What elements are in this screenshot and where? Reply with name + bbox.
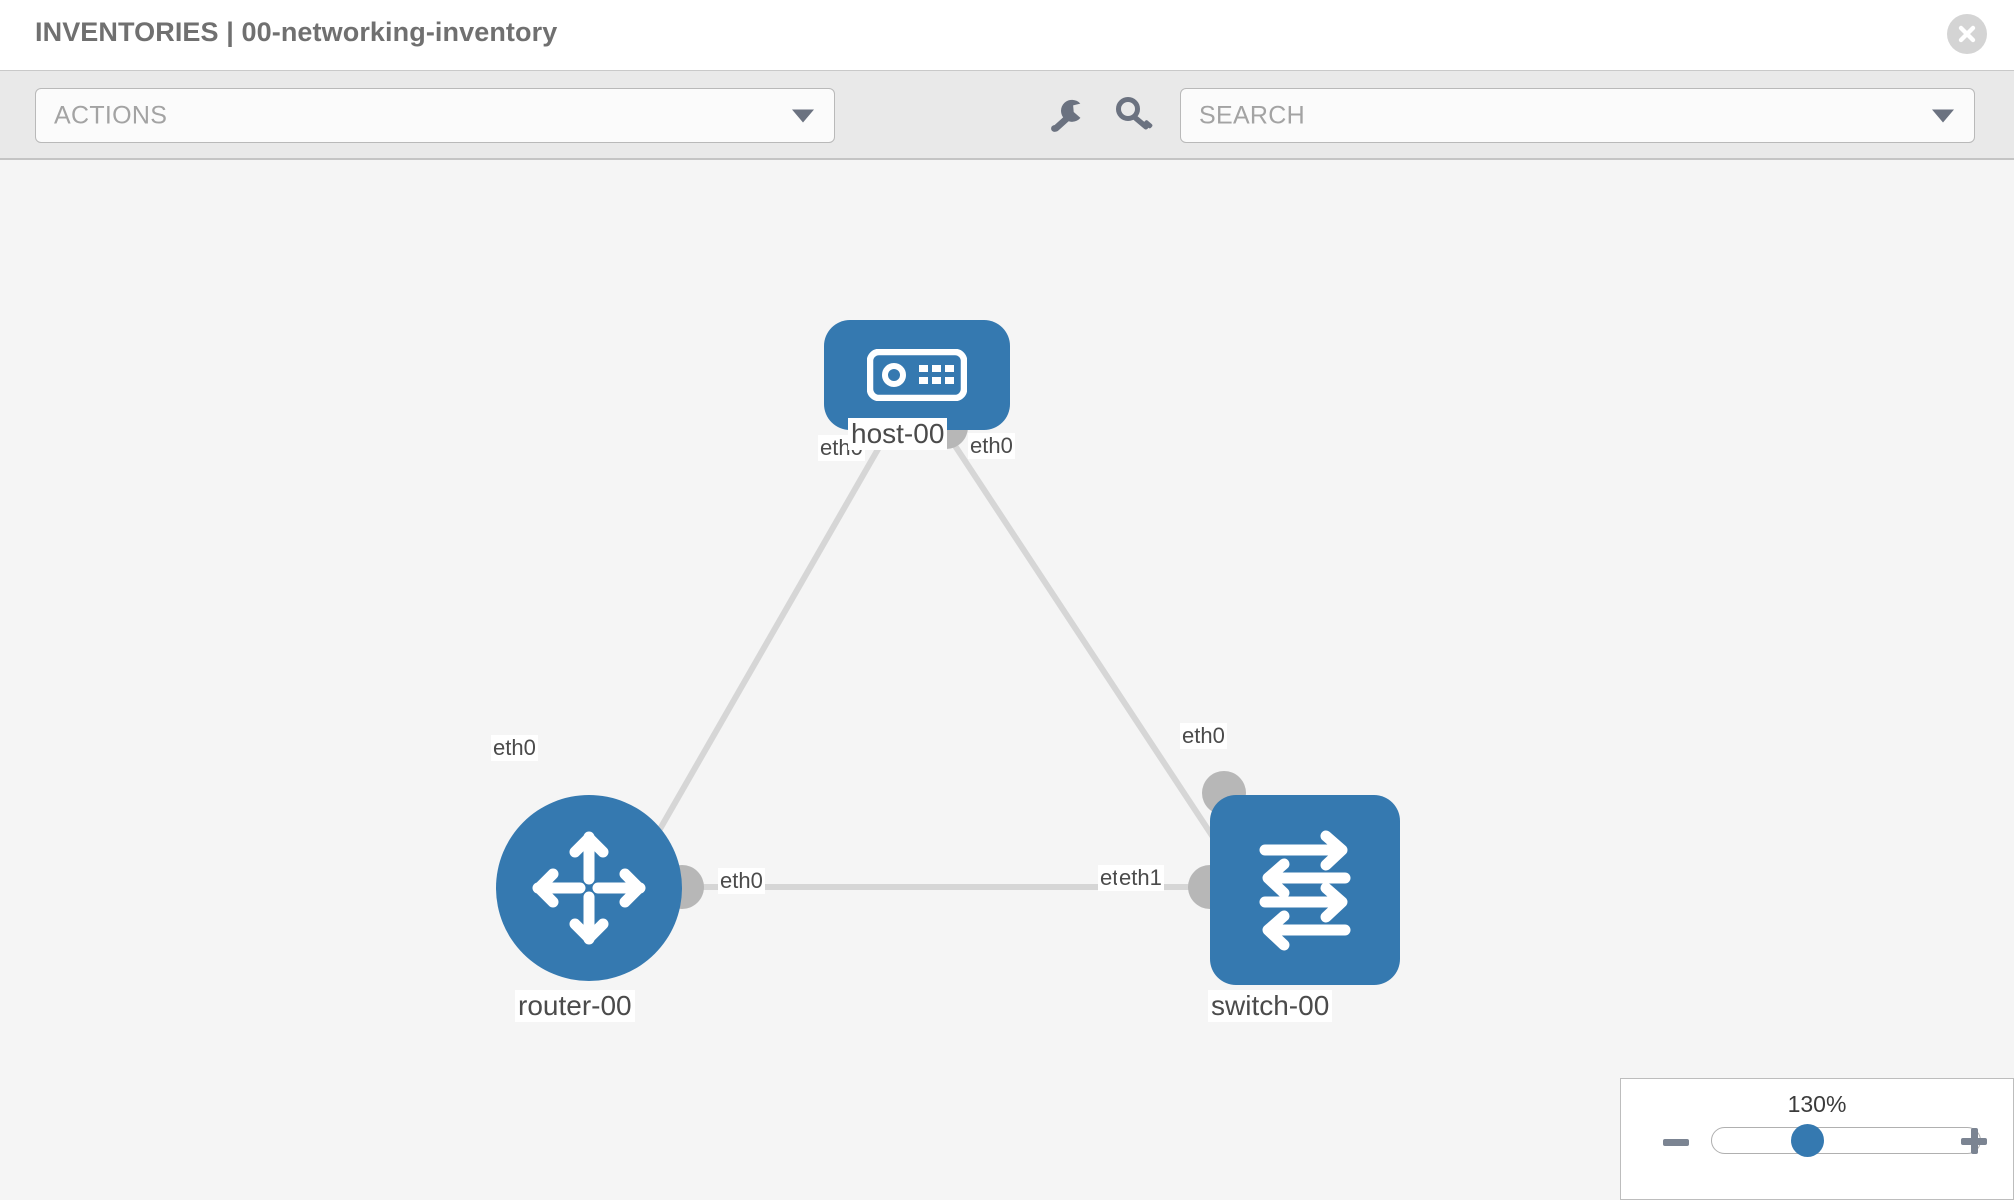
iface-label-router-right: eth0 [718, 868, 765, 894]
node-label-host-00: host-00 [848, 418, 948, 450]
actions-dropdown[interactable]: ACTIONS [35, 88, 835, 143]
plus-icon[interactable] [1961, 1128, 1987, 1154]
router-arrows-icon [532, 831, 646, 945]
router-node-shape[interactable] [496, 795, 682, 981]
zoom-slider-thumb[interactable] [1791, 1124, 1824, 1157]
topology-canvas[interactable]: eth0 host-00 eth0 eth0 eth0 router-00 [0, 160, 2014, 1200]
search-dropdown[interactable]: SEARCH [1180, 88, 1975, 143]
zoom-control-panel: 130% [1620, 1078, 2014, 1200]
iface-label-switch-up: eth0 [1180, 723, 1227, 749]
edge-host-router [622, 421, 896, 892]
minus-icon[interactable] [1663, 1139, 1689, 1146]
chevron-down-icon [792, 109, 814, 122]
key-glyph [1116, 97, 1153, 130]
iface-label-router-up: eth0 [491, 735, 538, 761]
switch-node-shape[interactable] [1210, 795, 1400, 985]
page-title: INVENTORIES | 00-networking-inventory [35, 17, 558, 47]
node-label-router-00: router-00 [515, 990, 635, 1022]
host-node-shape[interactable] [824, 320, 1010, 430]
chevron-down-icon [1932, 109, 1954, 122]
actions-dropdown-label: ACTIONS [54, 101, 168, 129]
key-icon[interactable] [1112, 93, 1158, 139]
wrench-glyph [1051, 99, 1081, 132]
close-icon[interactable] [1947, 14, 1987, 54]
zoom-slider[interactable] [1711, 1127, 1981, 1154]
close-glyph [1958, 25, 1976, 43]
search-input[interactable]: SEARCH [1199, 101, 1305, 129]
node-label-switch-00: switch-00 [1208, 990, 1333, 1022]
switch-arrows-icon [1259, 830, 1351, 951]
wrench-icon[interactable] [1044, 93, 1090, 139]
server-icon [867, 349, 967, 401]
zoom-level-label: 130% [1787, 1091, 1847, 1117]
topology-edges [622, 421, 1241, 892]
iface-label-switch-left: eth1 [1117, 865, 1164, 891]
iface-label-host-right: eth0 [968, 433, 1015, 459]
edge-host-switch [937, 421, 1241, 877]
page-header: INVENTORIES | 00-networking-inventory [0, 0, 2014, 70]
toolbar: ACTIONS SEARCH [0, 70, 2014, 160]
